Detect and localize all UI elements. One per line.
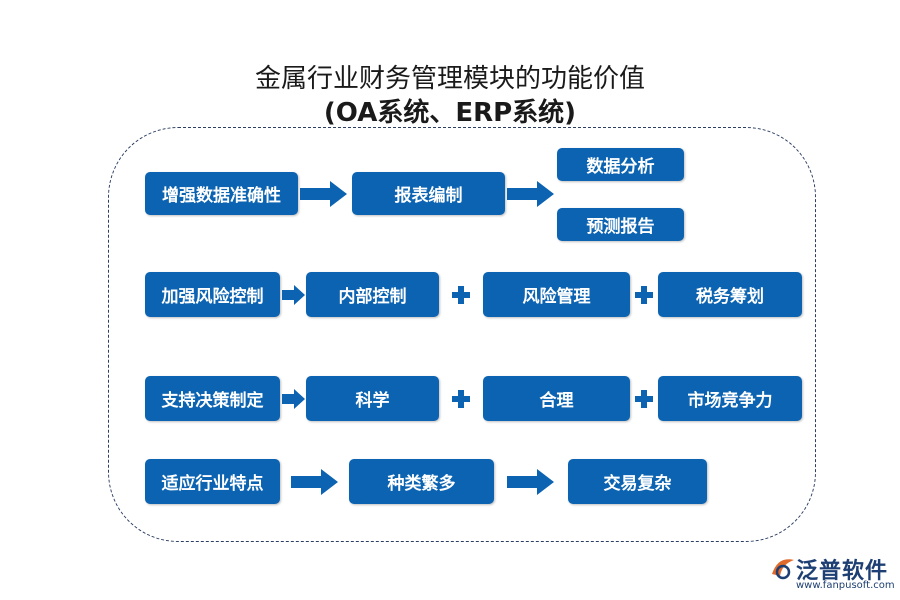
box-scientific: 科学: [306, 376, 439, 421]
dashed-frame: [108, 127, 816, 542]
box-market-competitiveness: 市场竞争力: [658, 376, 802, 421]
arrow-right-icon: [282, 285, 305, 305]
diagram-title: 金属行业财务管理模块的功能价值: [254, 64, 645, 94]
plus-icon: [452, 286, 470, 304]
box-report-compilation: 报表编制: [352, 172, 505, 215]
arrow-right-icon: [507, 469, 554, 495]
plus-icon: [635, 390, 653, 408]
box-reasonable: 合理: [483, 376, 630, 421]
box-many-varieties: 种类繁多: [349, 459, 494, 504]
box-tax-planning: 税务筹划: [658, 272, 802, 317]
plus-icon: [452, 390, 470, 408]
box-forecast-report: 预测报告: [557, 208, 684, 241]
diagram-subtitle: (OA系统、ERP系统): [323, 98, 577, 128]
box-adapt-industry-features: 适应行业特点: [145, 459, 280, 504]
logo-name: 泛普软件: [796, 559, 889, 584]
fanpu-logo-icon: [772, 559, 794, 580]
box-complex-transactions: 交易复杂: [568, 459, 707, 504]
box-risk-management: 风险管理: [483, 272, 630, 317]
logo-url: www.fanpusoft.com: [796, 580, 895, 591]
box-data-analysis: 数据分析: [557, 148, 684, 181]
box-strengthen-risk-control: 加强风险控制: [145, 272, 280, 317]
arrow-right-icon: [282, 389, 305, 409]
box-support-decision-making: 支持决策制定: [145, 376, 280, 421]
arrow-right-icon: [507, 181, 554, 207]
plus-icon: [635, 286, 653, 304]
arrow-right-icon: [300, 181, 347, 207]
box-internal-control: 内部控制: [306, 272, 439, 317]
box-enhance-data-accuracy: 增强数据准确性: [145, 172, 298, 215]
arrow-right-icon: [291, 469, 338, 495]
